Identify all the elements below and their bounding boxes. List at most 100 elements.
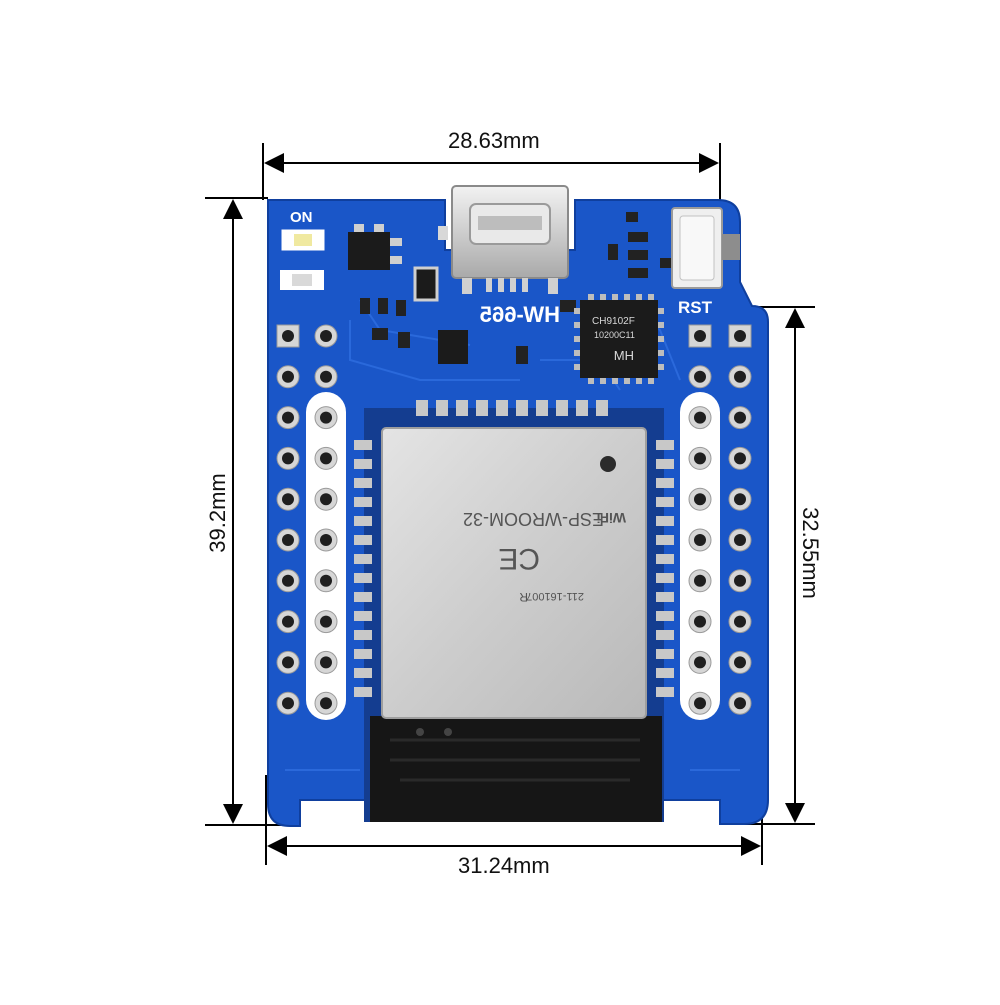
module-name: ESP-WROOM-32 xyxy=(463,509,604,529)
castellation-pad xyxy=(576,400,588,416)
header-pin xyxy=(688,365,712,389)
header-pin xyxy=(728,406,752,430)
usb-uart-chip: CH9102F 10200C11 HM xyxy=(574,294,664,384)
castellation-pad xyxy=(354,668,372,678)
castellation-pad xyxy=(656,573,674,583)
castellation-pad xyxy=(656,554,674,564)
left-height-label: 39.2mm xyxy=(205,473,230,553)
castellation-pad xyxy=(354,459,372,469)
diode xyxy=(413,266,439,302)
module-castellations xyxy=(354,400,674,697)
header-pin xyxy=(314,365,338,389)
castellation-pad xyxy=(556,400,568,416)
castellation-pad xyxy=(354,440,372,450)
header-pin xyxy=(276,487,300,511)
castellation-pad xyxy=(354,611,372,621)
castellation-pad xyxy=(416,400,428,416)
header-pin xyxy=(688,446,712,470)
header-pin xyxy=(728,528,752,552)
reset-button[interactable] xyxy=(671,207,740,289)
module-cert-text: 211-161007 xyxy=(526,590,584,602)
header-pin xyxy=(276,610,300,634)
header-pin xyxy=(314,691,338,715)
right-height-label: 32.55mm xyxy=(798,507,823,599)
header-pin xyxy=(728,691,752,715)
esp32-module: ESP-WROOM-32 211-161007 CE R WiFi xyxy=(354,400,674,822)
wifi-logo: WiFi xyxy=(597,510,626,526)
header-pin xyxy=(728,650,752,674)
castellation-pad xyxy=(656,478,674,488)
chip-text-line-3: HM xyxy=(614,348,634,363)
header-pin xyxy=(314,324,338,348)
castellation-pad xyxy=(456,400,468,416)
header-pin xyxy=(728,365,752,389)
castellation-pad xyxy=(354,554,372,564)
castellation-pad xyxy=(354,535,372,545)
castellation-pad xyxy=(656,592,674,602)
castellation-pad xyxy=(596,400,608,416)
header-pins xyxy=(276,324,752,715)
header-pin xyxy=(728,569,752,593)
voltage-regulator xyxy=(348,232,390,270)
castellation-pad xyxy=(656,497,674,507)
header-pin xyxy=(314,650,338,674)
castellation-pad xyxy=(476,400,488,416)
header-pin xyxy=(276,406,300,430)
header-pin xyxy=(276,365,300,389)
castellation-pad xyxy=(354,649,372,659)
castellation-pad xyxy=(656,459,674,469)
castellation-pad xyxy=(436,400,448,416)
castellation-pad xyxy=(354,478,372,488)
castellation-pad xyxy=(354,687,372,697)
header-pin xyxy=(276,569,300,593)
header-pin xyxy=(688,487,712,511)
bottom-width-label: 31.24mm xyxy=(458,853,550,878)
ce-mark: CE xyxy=(498,542,540,575)
header-pin xyxy=(276,324,300,348)
header-pin xyxy=(728,487,752,511)
header-pin xyxy=(314,569,338,593)
castellation-pad xyxy=(496,400,508,416)
led-area: ON xyxy=(280,209,325,290)
header-pin xyxy=(688,610,712,634)
micro-usb-connector xyxy=(451,185,569,294)
left-inner-rail xyxy=(306,392,346,720)
transistor-array xyxy=(438,330,468,364)
smd-components xyxy=(348,212,674,364)
header-pin xyxy=(728,446,752,470)
header-pin xyxy=(276,528,300,552)
header-pin xyxy=(688,650,712,674)
castellation-pad xyxy=(536,400,548,416)
header-pin xyxy=(314,487,338,511)
right-inner-rail xyxy=(680,392,720,720)
header-pin xyxy=(276,650,300,674)
board-model-label: HW-665 xyxy=(480,302,560,327)
header-pin xyxy=(688,691,712,715)
castellation-pad xyxy=(656,440,674,450)
reset-label: RST xyxy=(678,298,713,317)
castellation-pad xyxy=(354,592,372,602)
rf-shield xyxy=(381,427,647,719)
castellation-pad xyxy=(656,630,674,640)
header-pin xyxy=(688,406,712,430)
castellation-pad xyxy=(354,497,372,507)
header-pin xyxy=(314,406,338,430)
castellation-pad xyxy=(656,611,674,621)
header-pin xyxy=(314,528,338,552)
header-pin xyxy=(314,610,338,634)
castellation-pad xyxy=(656,649,674,659)
chip-text-line-2: 10200C11 xyxy=(594,330,635,340)
header-pin xyxy=(688,324,712,348)
castellation-pad xyxy=(354,630,372,640)
chip-text-line-1: CH9102F xyxy=(592,316,635,327)
castellation-pad xyxy=(516,400,528,416)
header-pin xyxy=(276,691,300,715)
header-pin xyxy=(688,528,712,552)
castellation-pad xyxy=(354,516,372,526)
castellation-pad xyxy=(656,668,674,678)
module-antenna xyxy=(370,716,662,822)
top-width-label: 28.63mm xyxy=(448,128,540,153)
castellation-pad xyxy=(354,573,372,583)
header-pin xyxy=(276,446,300,470)
